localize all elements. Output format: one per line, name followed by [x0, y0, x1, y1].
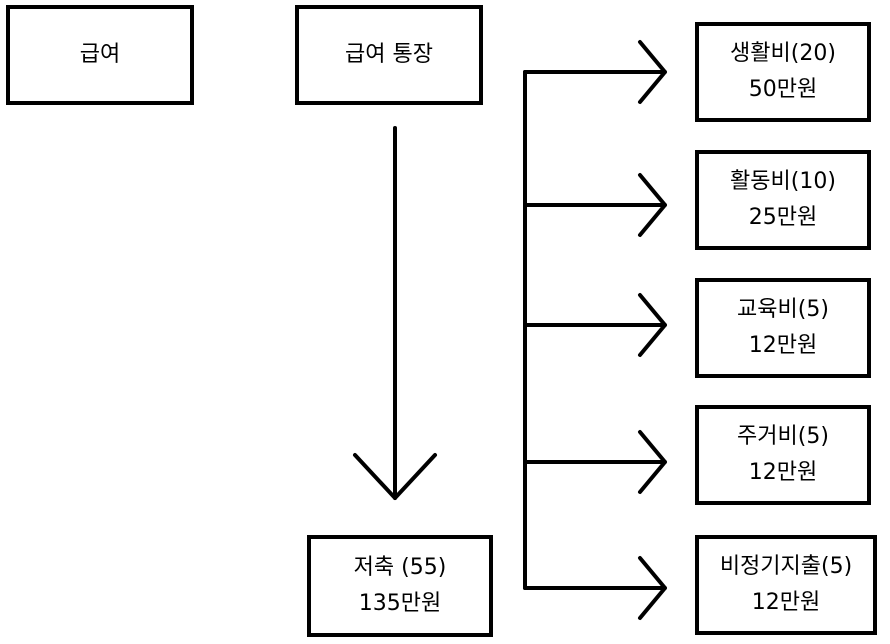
irregular-label: 비정기지출(5) [719, 554, 853, 579]
arrow-to-living [523, 40, 667, 104]
activity-label: 활동비(10) [730, 169, 836, 194]
education-label: 교육비(5) [737, 297, 829, 322]
arrow-to-housing [523, 430, 667, 494]
savings-amount: 135만원 [358, 591, 442, 616]
housing-label: 주거비(5) [737, 424, 829, 449]
arrow-to-irregular [523, 556, 667, 620]
living-label: 생활비(20) [730, 41, 836, 66]
salary-box: 급여 [6, 5, 194, 105]
education-box: 교육비(5) 12만원 [695, 278, 871, 378]
savings-box: 저축 (55) 135만원 [307, 535, 493, 637]
activity-amount: 25만원 [748, 205, 818, 230]
salary-account-label: 급여 통장 [345, 42, 433, 67]
education-amount: 12만원 [748, 333, 818, 358]
irregular-amount: 12만원 [751, 590, 821, 615]
savings-label: 저축 (55) [353, 555, 447, 580]
arrow-to-activity [523, 173, 667, 237]
arrowhead-savings [353, 453, 437, 500]
salary-account-box: 급여 통장 [295, 5, 483, 105]
housing-amount: 12만원 [748, 460, 818, 485]
arrow-to-education [523, 293, 667, 357]
activity-box: 활동비(10) 25만원 [695, 150, 871, 250]
living-box: 생활비(20) 50만원 [695, 22, 871, 122]
housing-box: 주거비(5) 12만원 [695, 405, 871, 505]
irregular-box: 비정기지출(5) 12만원 [695, 535, 877, 635]
salary-label: 급여 [79, 42, 121, 67]
living-amount: 50만원 [748, 77, 818, 102]
